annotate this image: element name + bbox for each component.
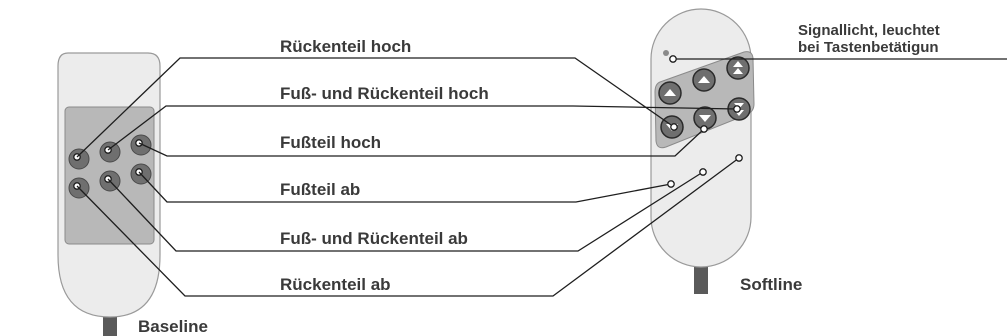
connector-rueckenteil-ab: [76, 157, 740, 297]
baseline-remote: [57, 52, 161, 336]
softline-down-button[interactable]: [693, 106, 717, 130]
arrow-down-icon: [699, 115, 711, 122]
signal-note-line2: bei Tastenbetätigun: [798, 39, 939, 56]
signal-light-note: Signallicht, leuchtet bei Tastenbetätigu…: [798, 22, 940, 56]
arrow-up-icon: [698, 76, 710, 83]
softline-double-up-button[interactable]: [726, 56, 750, 80]
label-rueckenteil-hoch: Rückenteil hoch: [280, 37, 411, 56]
connector-fussteil-hoch: [138, 128, 705, 157]
softline-cable: [694, 263, 708, 294]
function-labels: Rückenteil hoch Fuß- und Rückenteil hoch…: [280, 37, 489, 294]
arrow-up-icon: [664, 89, 676, 96]
connector-fuss-rueckenteil-hoch: [107, 105, 738, 151]
connector-fussteil-ab: [138, 171, 672, 203]
softline-markers: [667, 55, 743, 188]
baseline-cable: [103, 313, 117, 336]
connector-rueckenteil-hoch: [76, 57, 675, 158]
signal-note-line1: Signallicht, leuchtet: [798, 22, 940, 39]
double-arrow-up-icon: [733, 61, 743, 74]
label-fuss-rueckenteil-ab: Fuß- und Rückenteil ab: [280, 229, 468, 248]
label-baseline: Baseline: [138, 317, 208, 336]
signal-light: [663, 50, 669, 56]
label-fussteil-hoch: Fußteil hoch: [280, 133, 381, 152]
label-softline: Softline: [740, 275, 802, 294]
softline-remote: [650, 8, 755, 294]
softline-up-button[interactable]: [658, 81, 682, 105]
softline-up-button[interactable]: [692, 68, 716, 92]
label-fuss-rueckenteil-hoch: Fuß- und Rückenteil hoch: [280, 84, 489, 103]
label-fussteil-ab: Fußteil ab: [280, 180, 360, 199]
connector-lines: [76, 57, 1007, 297]
label-rueckenteil-ab: Rückenteil ab: [280, 275, 391, 294]
connector-fuss-rueckenteil-ab: [107, 171, 704, 252]
